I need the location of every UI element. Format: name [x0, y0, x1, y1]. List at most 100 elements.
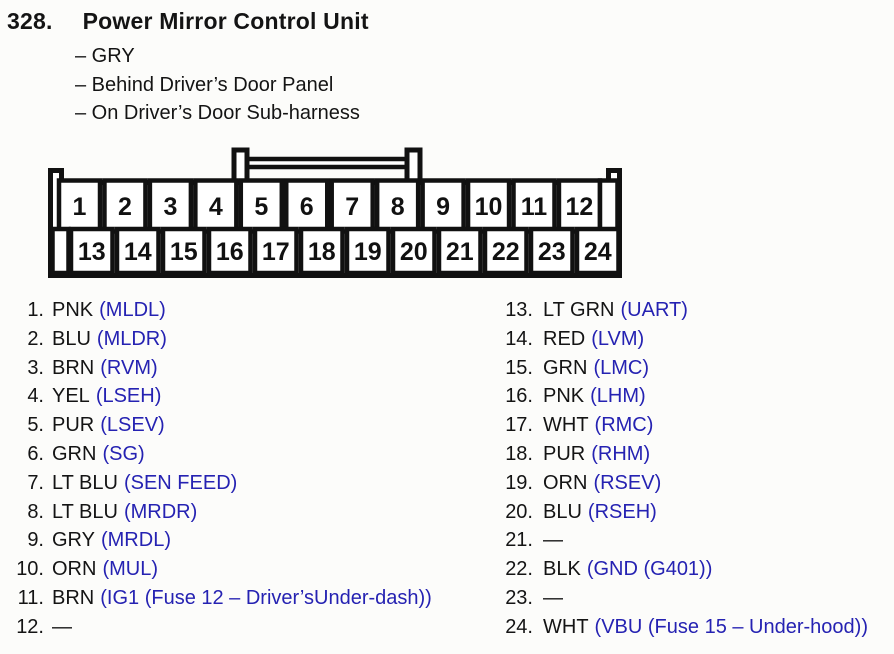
connector-pin-number: 10: [475, 193, 503, 221]
connector-pin-number: 20: [400, 238, 428, 266]
connector-cavity-pin-14: [114, 226, 161, 276]
connector-cavity-pin-21: [436, 226, 483, 276]
pin-wire-color: WHT: [543, 414, 589, 437]
connector-cavity-pin-9: [420, 178, 466, 234]
pin-wire-color: BRN: [52, 586, 95, 609]
pin-signal: (MLDL): [99, 299, 166, 321]
connector-cavity-pin-15: [160, 226, 207, 276]
pin-number: 21.: [505, 529, 533, 552]
pin-row-17: 17. WHT(RMC): [497, 411, 868, 440]
pin-row-1: 1.PNK(MLDL): [8, 296, 432, 325]
bullet-location: – Behind Driver’s Door Panel: [75, 73, 334, 96]
pin-list-right: 13.LT GRN(UART) 14.RED(LVM) 15.GRN(LMC) …: [497, 296, 868, 642]
pin-number: 22.: [505, 558, 533, 581]
connector-pin-number: 6: [300, 193, 314, 221]
connector-pin-number: 8: [391, 193, 405, 221]
connector-lock-bar: [237, 156, 415, 170]
connector-pin-number: 16: [216, 238, 244, 266]
connector-pin-number: 3: [163, 193, 177, 221]
connector-pin-number: 19: [354, 238, 382, 266]
pin-wire-color: LT GRN: [543, 299, 615, 321]
section-header: 328. Power Mirror Control Unit: [7, 8, 369, 35]
connector-pin-number: 7: [345, 193, 359, 221]
connector-cavity-pin-18: [298, 226, 345, 276]
pin-signal: (VBU (Fuse 15 – Under-hood)): [594, 615, 868, 638]
pin-signal: (IG1 (Fuse 12 – Driver’sUnder-dash)): [100, 586, 432, 609]
pin-signal: (RSEV): [593, 471, 662, 494]
connector-pin-number: 18: [308, 238, 336, 266]
pin-number: 8.: [27, 500, 44, 523]
pin-wire-color: GRY: [52, 529, 95, 552]
pin-number: 12.: [16, 615, 44, 638]
pin-row-12: 12.—: [8, 613, 432, 642]
connector-lock-post-right: [404, 147, 423, 185]
connector-pin-number: 9: [436, 193, 450, 221]
pin-signal: (MUL): [102, 558, 158, 581]
pin-wire-color: WHT: [543, 615, 589, 638]
pin-number: 15.: [505, 356, 533, 379]
pin-number: 19.: [505, 471, 533, 494]
connector-cavity-pin-19: [344, 226, 391, 276]
pin-signal: (SEN FEED): [123, 471, 238, 494]
pin-row-16: 16. PNK(LHM): [497, 382, 868, 411]
connector-pin-number: 11: [521, 193, 548, 221]
pin-wire-color: GRN: [52, 442, 97, 465]
pin-row-15: 15.GRN(LMC): [497, 354, 868, 383]
connector-cavity-pin-1: [56, 178, 103, 234]
pin-signal: (RVM): [100, 356, 158, 379]
bullet-connector-color: – GRY: [75, 45, 135, 67]
connector-cavity-pin-20: [390, 226, 437, 276]
connector-cavity-pin-4: [193, 178, 239, 234]
pin-signal: (MLDR): [96, 327, 167, 350]
bullet-harness: – On Driver’s Door Sub-harness: [75, 102, 360, 125]
pin-number: 2.: [27, 327, 44, 350]
pin-wire-color: PNK: [543, 385, 585, 408]
pin-signal: (RMC): [594, 414, 654, 437]
pin-row-6: 6.GRN(SG): [8, 440, 432, 469]
pin-wire-color: LT BLU: [52, 471, 118, 494]
connector-cavity-pin-24: [574, 226, 621, 276]
pin-row-9: 9.GRY(MRDL): [8, 526, 432, 555]
pin-number: 18.: [505, 442, 533, 465]
pin-wire-color: RED: [543, 327, 586, 350]
pin-signal: (RHM): [591, 442, 651, 465]
pin-number: 7.: [27, 471, 44, 494]
connector-pin-number: 17: [262, 238, 290, 266]
connector-cavity-pin-23: [528, 226, 575, 276]
pin-number: 11.: [17, 586, 44, 609]
pin-wire-color: PUR: [543, 442, 586, 465]
pin-wire-color: —: [543, 529, 563, 552]
connector-cavity-pin-13: [68, 226, 115, 276]
connector-pin-number: 24: [584, 238, 612, 266]
header-bullets: – GRY – Behind Driver’s Door Panel – On …: [75, 42, 360, 128]
connector-pin-number: 2: [118, 193, 132, 221]
pin-wire-color: LT BLU: [52, 500, 118, 523]
pin-number: 3.: [27, 356, 44, 379]
connector-pin-number: 22: [492, 238, 520, 266]
pin-wire-color: BLU: [543, 500, 582, 523]
pin-number: 13.: [505, 299, 533, 321]
pin-row-14: 14.RED(LVM): [497, 325, 868, 354]
pin-number: 20.: [505, 500, 533, 523]
pin-number: 17.: [505, 414, 533, 437]
connector-pin-number: 1: [73, 193, 87, 221]
pin-wire-color: —: [543, 586, 563, 609]
connector-cavity-pin-16: [206, 226, 253, 276]
pin-row-24: 24.WHT(VBU (Fuse 15 – Under-hood)): [497, 613, 868, 642]
pin-wire-color: YEL: [52, 385, 90, 408]
pin-row-21: 21. —: [497, 526, 868, 555]
pin-row-10: 10.ORN(MUL): [8, 555, 432, 584]
pin-signal: (LSEV): [100, 414, 165, 437]
pin-signal: (LHM): [590, 385, 646, 408]
pin-signal: (LVM): [591, 327, 645, 350]
pin-wire-color: ORN: [52, 558, 97, 581]
pin-number: 4.: [27, 385, 44, 408]
pin-signal: (SG): [102, 442, 145, 465]
connector-pin-number: 14: [124, 238, 152, 266]
pin-wire-color: PNK: [52, 299, 94, 321]
pin-number: 16.: [505, 385, 533, 408]
pin-signal: (RSEH): [587, 500, 657, 523]
pin-row-2: 2.BLU(MLDR): [8, 325, 432, 354]
connector-pin-number: 13: [78, 238, 106, 266]
